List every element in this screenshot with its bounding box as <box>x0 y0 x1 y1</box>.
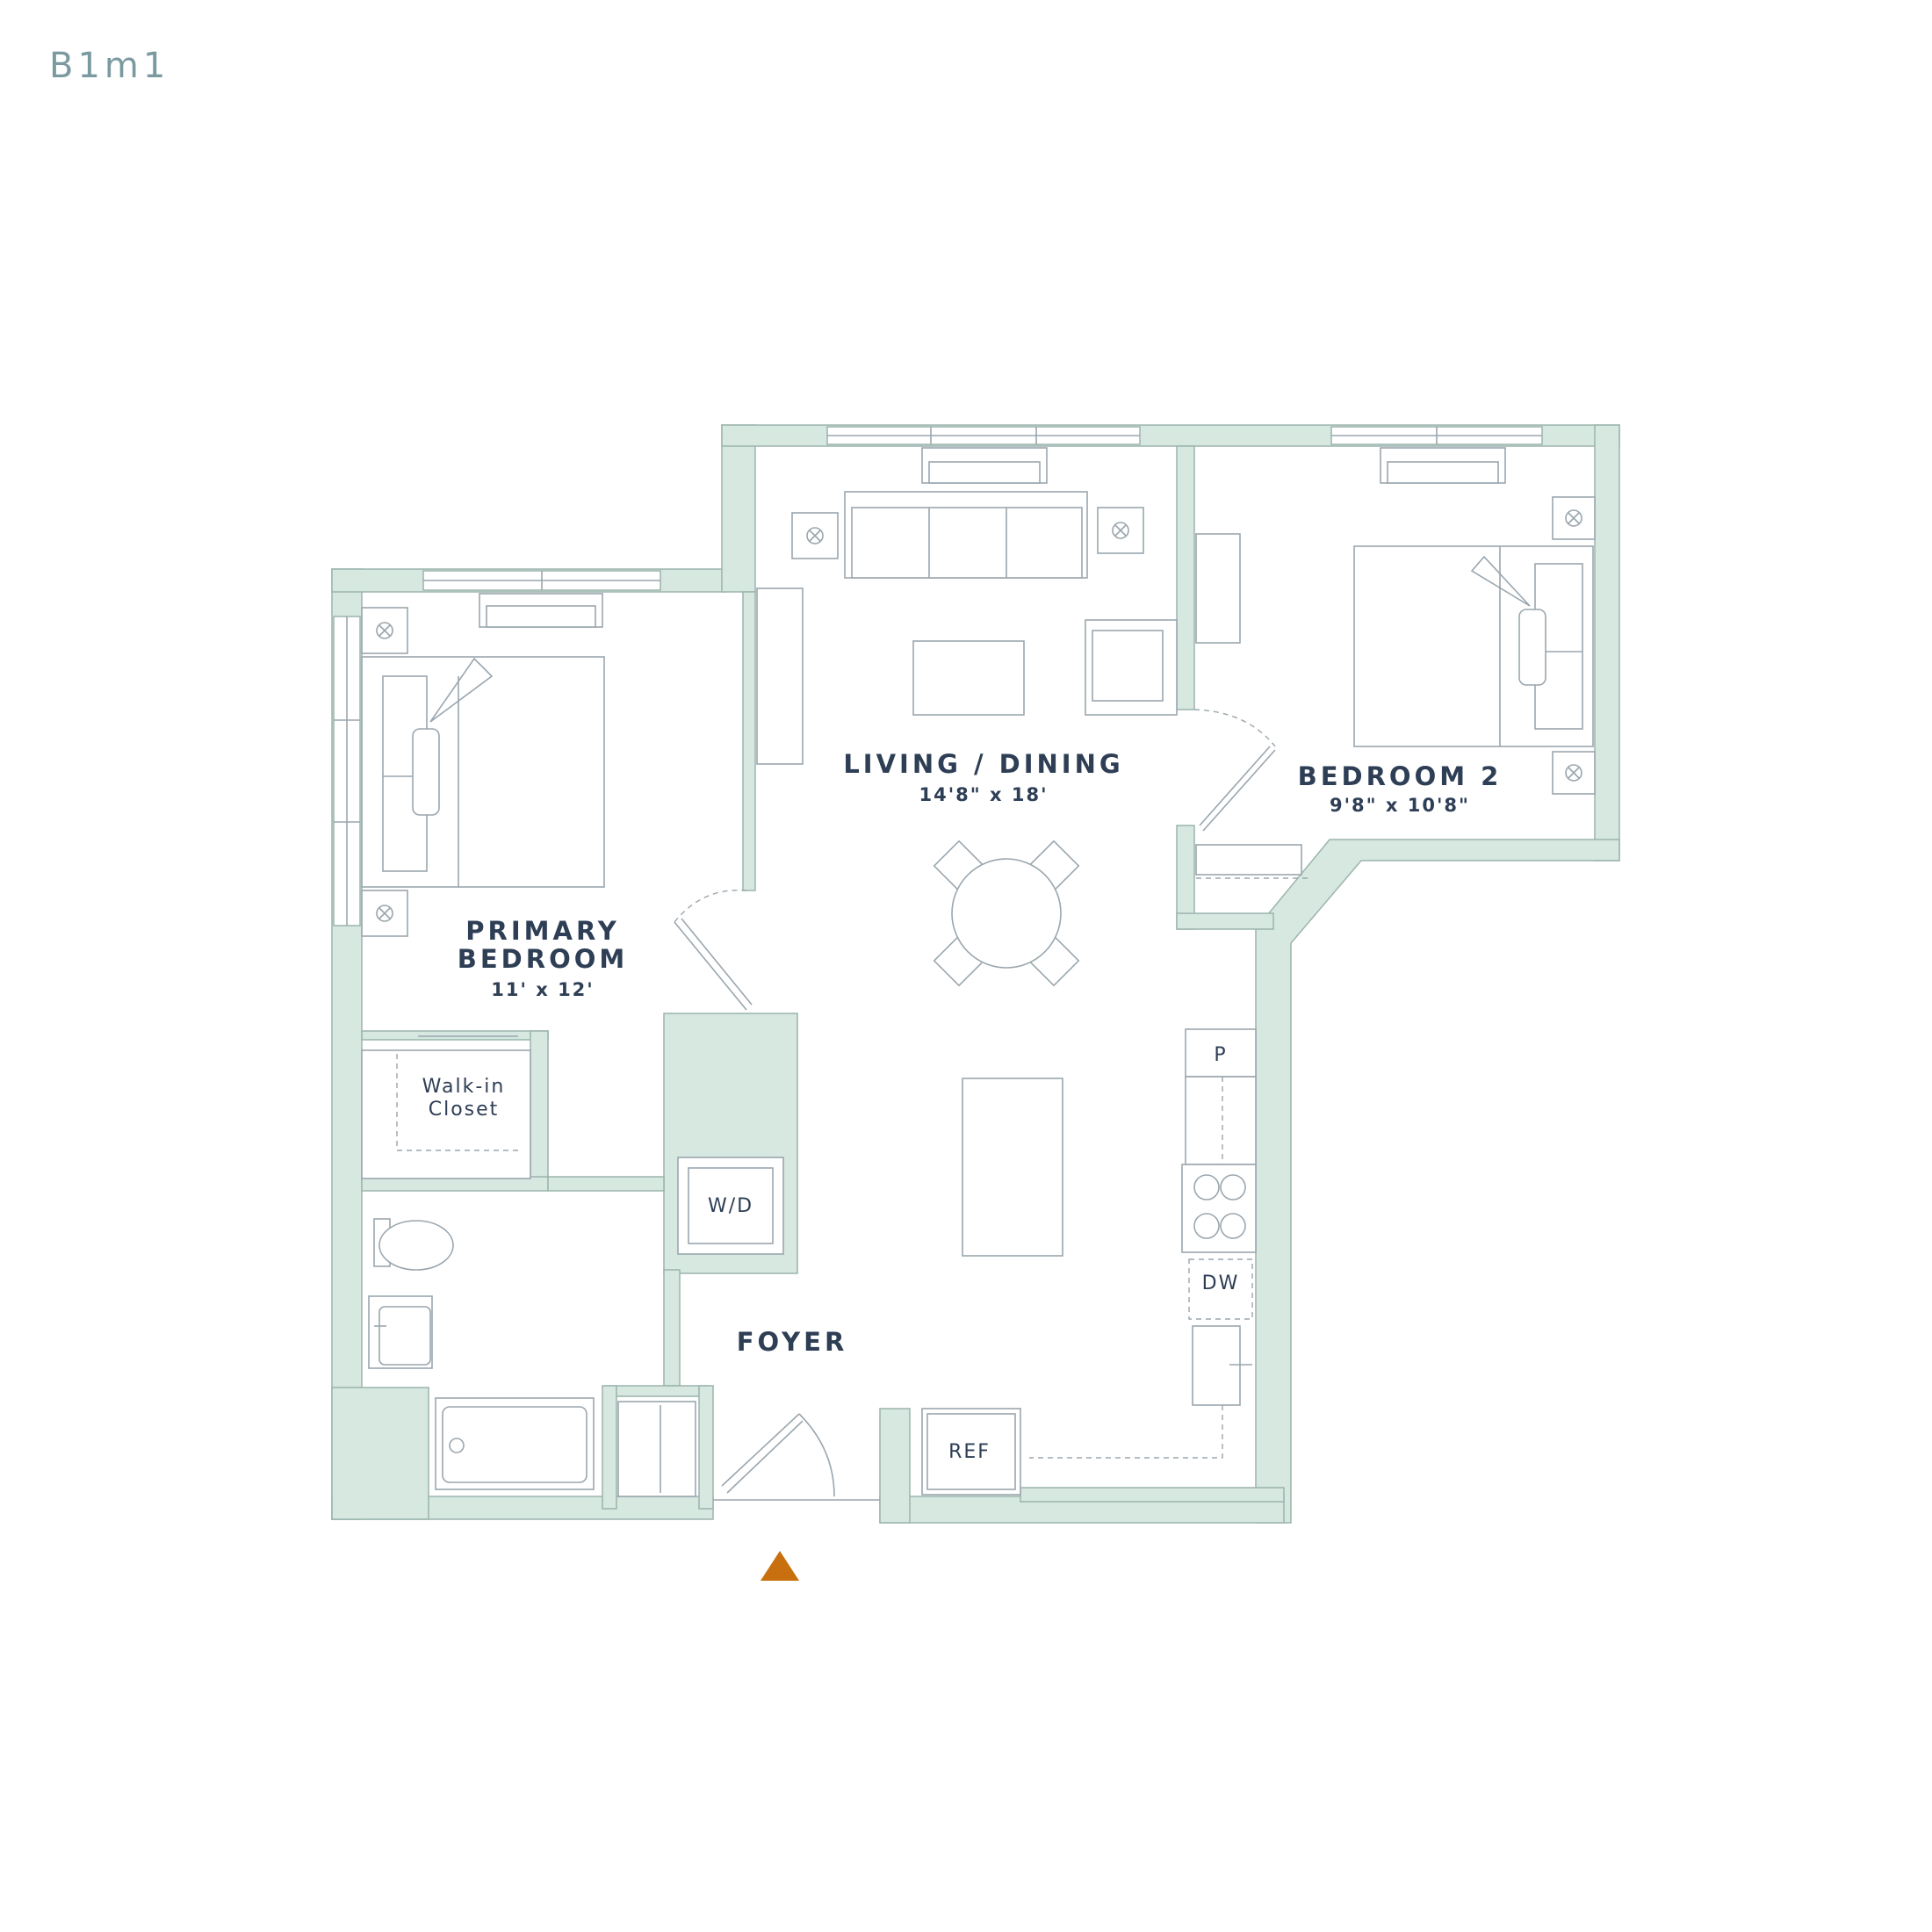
windows <box>333 426 1543 926</box>
closet-bath-fixtures <box>361 1035 784 1497</box>
closet-line1: Walk-in <box>422 1076 506 1098</box>
living-name: LIVING / DINING <box>843 749 1123 779</box>
unit-code-label: B1m1 <box>49 46 170 86</box>
doors <box>674 709 1310 1501</box>
pantry-label: P <box>1214 1044 1227 1066</box>
primary-bedroom-furniture <box>361 593 605 937</box>
kitchen-fixtures <box>921 1028 1257 1496</box>
bedroom2-name: BEDROOM 2 <box>1298 761 1503 791</box>
bedroom2-furniture <box>1195 447 1596 795</box>
living-furniture <box>756 447 1178 1257</box>
foyer-name: FOYER <box>737 1327 848 1357</box>
bedroom2-size: 9'8" x 10'8" <box>1330 795 1470 816</box>
primary-name-line1: PRIMARY <box>465 916 619 946</box>
entry-marker <box>761 1551 799 1581</box>
washer-dryer-label: W/D <box>708 1195 753 1217</box>
primary-name-line2: BEDROOM <box>458 944 628 974</box>
dishwasher-label: DW <box>1202 1272 1240 1294</box>
refrigerator-label: REF <box>948 1441 991 1463</box>
living-size: 14'8" x 18' <box>919 784 1048 805</box>
primary-size: 11' x 12' <box>491 979 594 1000</box>
closet-line2: Closet <box>429 1099 500 1121</box>
